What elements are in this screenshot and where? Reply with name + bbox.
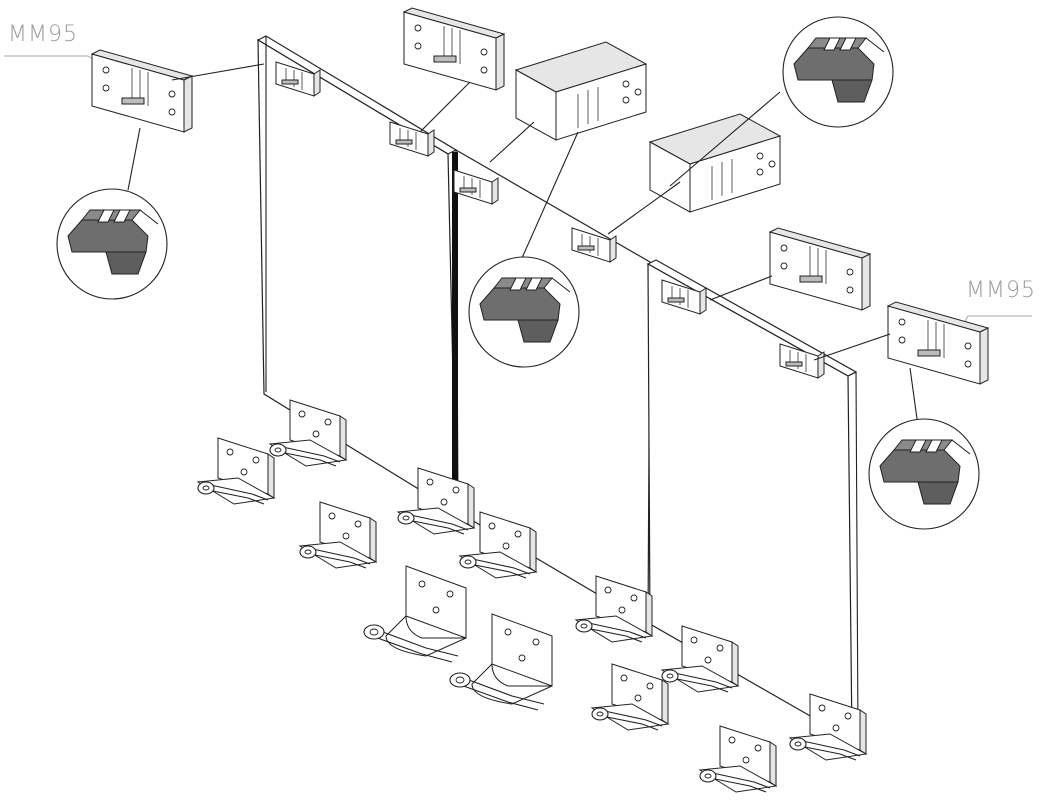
detail-circle-center — [468, 256, 580, 368]
panel-left — [256, 35, 458, 514]
model-label-left: MM95 — [8, 22, 78, 47]
carriage-housing-middle — [649, 113, 781, 213]
hanger-bracket-left — [91, 49, 193, 133]
floor-guide-3 — [591, 663, 669, 731]
carriage-housing-top — [515, 41, 647, 141]
floor-guide-l-1 — [363, 565, 467, 663]
assembly-leader-lines — [127, 63, 919, 427]
floor-guide-4 — [699, 725, 777, 793]
left-label-leader — [4, 55, 105, 67]
detail-circle-left — [56, 188, 168, 300]
hanger-bracket-top — [403, 7, 505, 91]
hanger-bracket-center-right — [769, 227, 871, 311]
floor-guide-2 — [299, 501, 377, 569]
panel-right — [646, 259, 859, 742]
model-label-right: MM95 — [966, 278, 1036, 303]
floor-guide-1 — [197, 437, 275, 505]
detail-circle-bottom-right — [868, 418, 980, 530]
detail-circle-top-right — [782, 16, 894, 128]
hanger-bracket-right — [887, 301, 989, 385]
panel-edge-seal — [452, 152, 458, 512]
